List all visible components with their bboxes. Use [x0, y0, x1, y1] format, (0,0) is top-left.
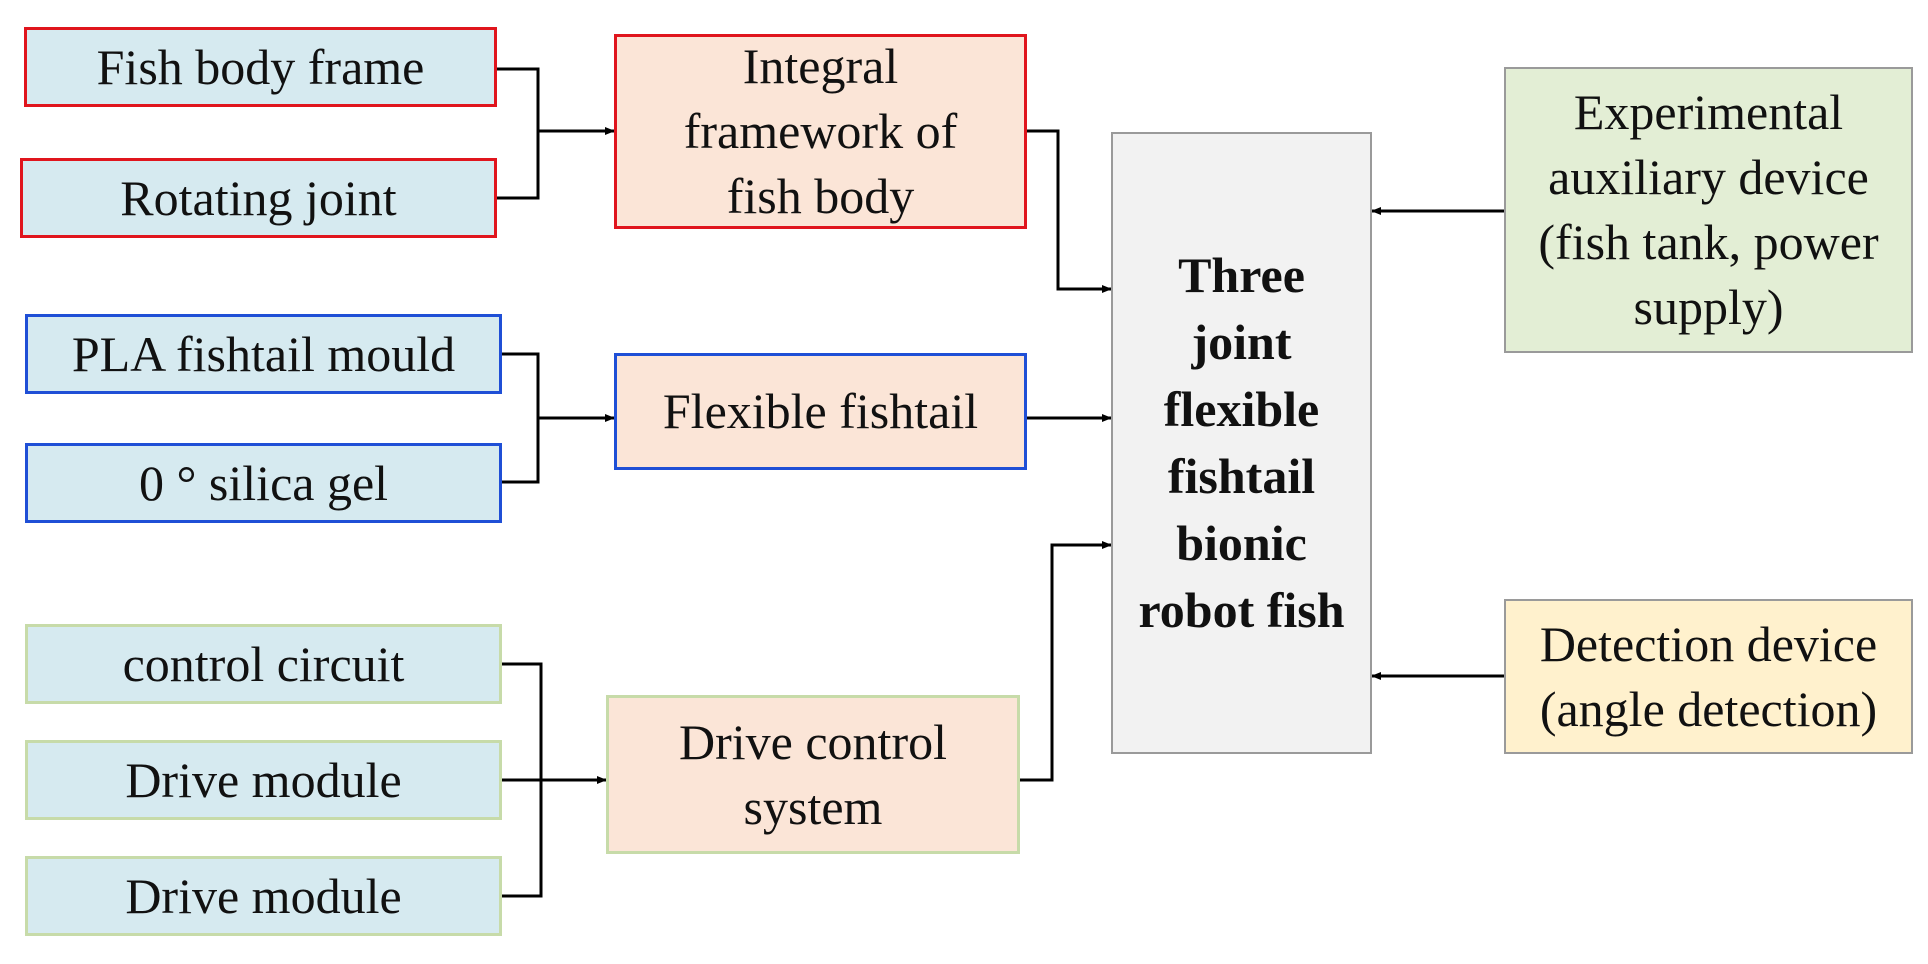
center-line-5: bionic [1176, 515, 1307, 571]
experimental-line-2: auxiliary device [1548, 149, 1869, 205]
connector-pla-mould [502, 352, 540, 484]
experimental-line-1: Experimental [1573, 84, 1844, 140]
experimental-line-3: (fish tank, power [1538, 214, 1879, 270]
arrow-drive-to-center [1020, 541, 1112, 782]
silica-gel-label: 0 ° silica gel [138, 454, 389, 511]
experimental-auxiliary-device-box: Experimental auxiliary device (fish tank… [1504, 67, 1913, 353]
silica-gel-box: 0 ° silica gel [25, 443, 502, 523]
detection-device-box: Detection device (angle detection) [1504, 599, 1913, 754]
center-line-1: Three [1178, 247, 1305, 303]
center-line-3: flexible [1163, 381, 1320, 437]
drive-control-system-box: Drive control system [606, 695, 1020, 854]
fish-body-frame-box: Fish body frame [24, 27, 497, 107]
detection-line-1: Detection device [1539, 615, 1878, 672]
flexible-fishtail-box: Flexible fishtail [614, 353, 1027, 470]
center-line-6: robot fish [1138, 582, 1345, 638]
drive-module-box-2: Drive module [25, 856, 502, 936]
integral-framework-box: Integral framework of fish body [614, 34, 1027, 229]
pla-fishtail-mould-label: PLA fishtail mould [71, 325, 456, 382]
detection-line-2: (angle detection) [1539, 680, 1878, 737]
arrow-integral-to-center [1027, 129, 1112, 293]
drive-control-line-2: system [743, 778, 883, 835]
integral-framework-line-1: Integral [742, 38, 899, 94]
drive-control-line-1: Drive control [679, 713, 947, 770]
fish-body-frame-label: Fish body frame [96, 38, 425, 95]
drive-module-box-1: Drive module [25, 740, 502, 820]
drive-module-label-2: Drive module [125, 867, 402, 924]
robot-fish-center-box: Three joint flexible fishtail bionic rob… [1111, 132, 1372, 754]
experimental-line-4: supply) [1633, 279, 1784, 335]
integral-framework-line-2: framework of [683, 103, 958, 159]
center-line-4: fishtail [1167, 448, 1316, 504]
rotating-joint-box: Rotating joint [20, 158, 497, 238]
control-circuit-label: control circuit [122, 635, 405, 692]
drive-module-label-1: Drive module [125, 751, 402, 808]
integral-framework-line-3: fish body [726, 168, 915, 224]
connector-fish-body-frame [497, 67, 540, 200]
center-line-2: joint [1191, 314, 1292, 370]
control-circuit-box: control circuit [25, 624, 502, 704]
pla-fishtail-mould-box: PLA fishtail mould [25, 314, 502, 394]
flexible-fishtail-label: Flexible fishtail [662, 383, 979, 439]
rotating-joint-label: Rotating joint [120, 169, 397, 226]
